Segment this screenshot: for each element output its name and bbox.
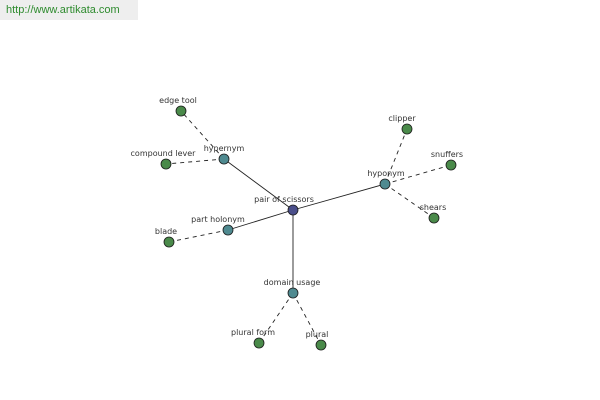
node-label-hypernym: hypernym (204, 144, 245, 153)
node-label-shears: shears (420, 203, 447, 212)
node-label-snuffers: snuffers (431, 150, 463, 159)
node-shears[interactable]: shears (420, 203, 447, 224)
nodes-layer: pair of scissors hypernym hyponym part holo… (131, 96, 463, 351)
node-blade[interactable]: blade (155, 227, 177, 248)
edge-hyponym-shears (384, 183, 435, 219)
node-plural-form[interactable]: plural form (231, 328, 275, 349)
node-label-blade: blade (155, 227, 177, 236)
node-label-plural-form: plural form (231, 328, 275, 337)
node-part-holonym[interactable]: part holonym (191, 215, 245, 236)
node-clipper[interactable]: clipper (388, 114, 416, 135)
node-circle-blade[interactable] (163, 236, 175, 248)
node-hypernym[interactable]: hypernym (204, 144, 245, 165)
edge-hyponym-snuffers (384, 164, 452, 185)
edge-root-hyponym (292, 183, 386, 211)
edge-root-part-holonym (227, 209, 294, 231)
node-hyponym[interactable]: hyponym (367, 169, 405, 190)
node-circle-domain-usage[interactable] (287, 287, 299, 299)
node-circle-hyponym[interactable] (379, 178, 391, 190)
node-circle-clipper[interactable] (401, 123, 413, 135)
node-domain-usage[interactable]: domain usage (264, 278, 321, 299)
node-circle-hypernym[interactable] (218, 153, 230, 165)
watermark-url: http://www.artikata.com (6, 4, 120, 16)
node-compound-lever[interactable]: compound lever (131, 149, 197, 170)
node-snuffers[interactable]: snuffers (431, 150, 463, 171)
node-circle-part-holonym[interactable] (222, 224, 234, 236)
edges-layer (165, 110, 452, 346)
edge-part-holonym-blade (168, 229, 229, 243)
node-label-hyponym: hyponym (367, 169, 405, 178)
node-label-root: pair of scissors (254, 195, 314, 204)
node-circle-plural-form[interactable] (253, 337, 265, 349)
node-plural[interactable]: plural (306, 330, 329, 351)
node-circle-edge-tool[interactable] (175, 105, 187, 117)
edge-hypernym-edge-tool (180, 110, 225, 160)
node-circle-root[interactable] (287, 204, 299, 216)
node-label-clipper: clipper (388, 114, 416, 123)
watermark-box: http://www.artikata.com (0, 0, 138, 20)
node-label-plural: plural (306, 330, 329, 339)
node-circle-compound-lever[interactable] (160, 158, 172, 170)
edge-root-hypernym (223, 158, 294, 211)
edge-hypernym-compound-lever (165, 158, 225, 165)
node-label-domain-usage: domain usage (264, 278, 321, 287)
node-circle-shears[interactable] (428, 212, 440, 224)
edge-domain-usage-plural (292, 292, 322, 346)
node-circle-plural[interactable] (315, 339, 327, 351)
edge-domain-usage-plural-form (258, 292, 294, 344)
node-label-part-holonym: part holonym (191, 215, 245, 224)
node-edge-tool[interactable]: edge tool (159, 96, 197, 117)
node-label-edge-tool: edge tool (159, 96, 197, 105)
node-label-compound-lever: compound lever (131, 149, 197, 158)
node-root[interactable]: pair of scissors (254, 195, 314, 216)
edge-hyponym-clipper (384, 128, 408, 185)
node-circle-snuffers[interactable] (445, 159, 457, 171)
